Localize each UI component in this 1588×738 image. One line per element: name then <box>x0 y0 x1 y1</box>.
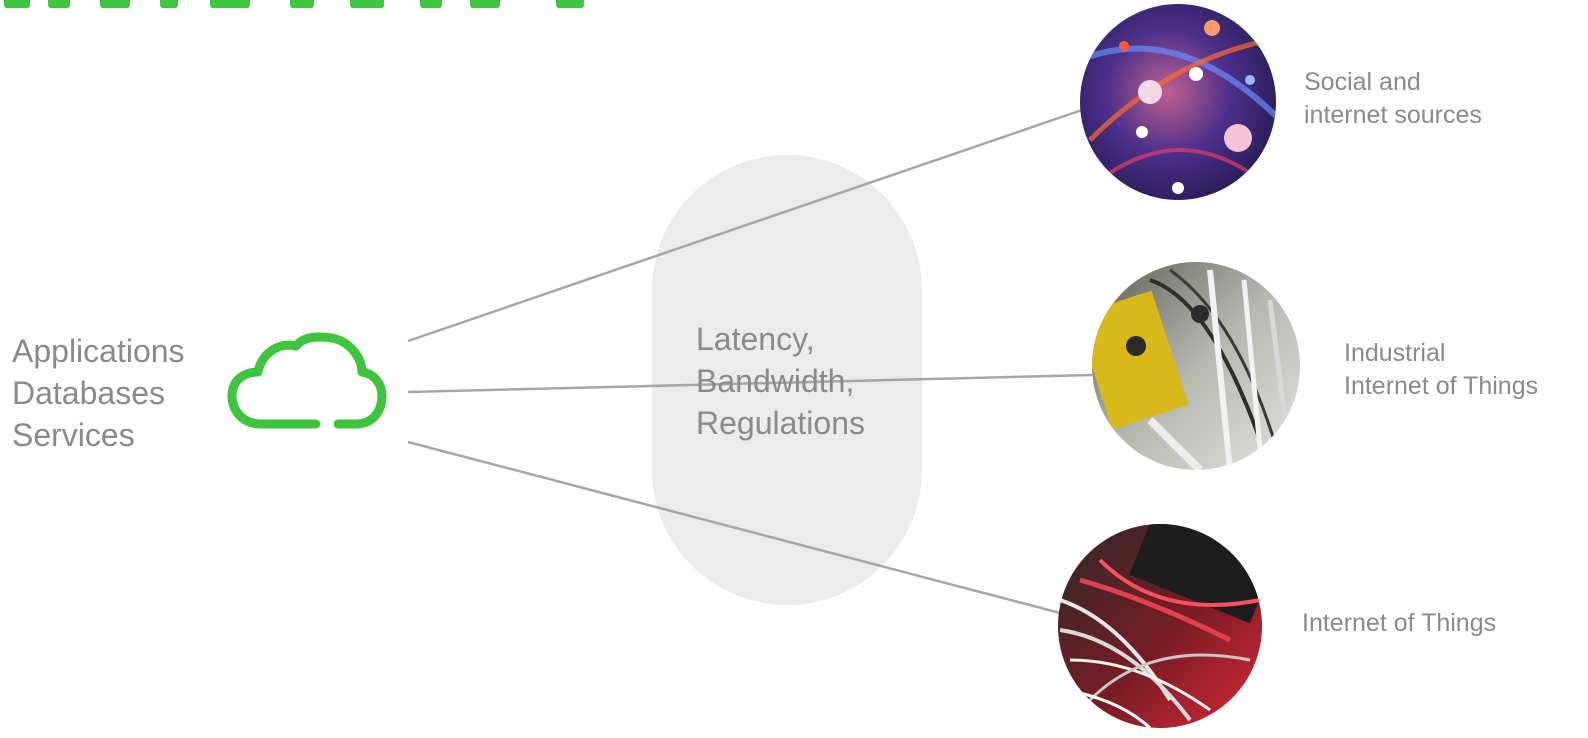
industrial-iot-label: Industrial Internet of Things <box>1344 337 1538 403</box>
databases-label: Databases <box>12 375 165 411</box>
applications-label: Applications <box>12 333 185 369</box>
iot-label: Internet of Things <box>1302 607 1496 640</box>
constraint-text: Latency, Bandwidth, Regulations <box>696 318 865 444</box>
title-fragment <box>0 0 640 12</box>
bandwidth-label: Bandwidth, <box>696 363 855 399</box>
social-sources-image <box>1080 4 1276 200</box>
app-sources-list: Applications Databases Services <box>12 330 185 456</box>
latency-label: Latency, <box>696 321 815 357</box>
social-sources-label-line-1: Social and <box>1304 68 1421 96</box>
network-cables-image <box>1058 524 1262 728</box>
regulations-label: Regulations <box>696 405 865 441</box>
industrial-robot-image <box>1092 262 1300 470</box>
constraint-pill <box>652 155 922 605</box>
industrial-iot-label-line-1: Industrial <box>1344 339 1446 367</box>
cloud-icon <box>227 332 387 429</box>
connector-line-iot <box>407 440 1065 616</box>
industrial-iot-label-line-2: Internet of Things <box>1344 372 1539 400</box>
iot-label-line-1: Internet of Things <box>1302 609 1497 637</box>
social-sources-label-line-2: internet sources <box>1304 101 1482 129</box>
services-label: Services <box>12 417 135 453</box>
connector-line-social <box>407 108 1083 343</box>
connector-line-iiot <box>407 373 1093 394</box>
social-sources-label: Social and internet sources <box>1304 66 1482 132</box>
